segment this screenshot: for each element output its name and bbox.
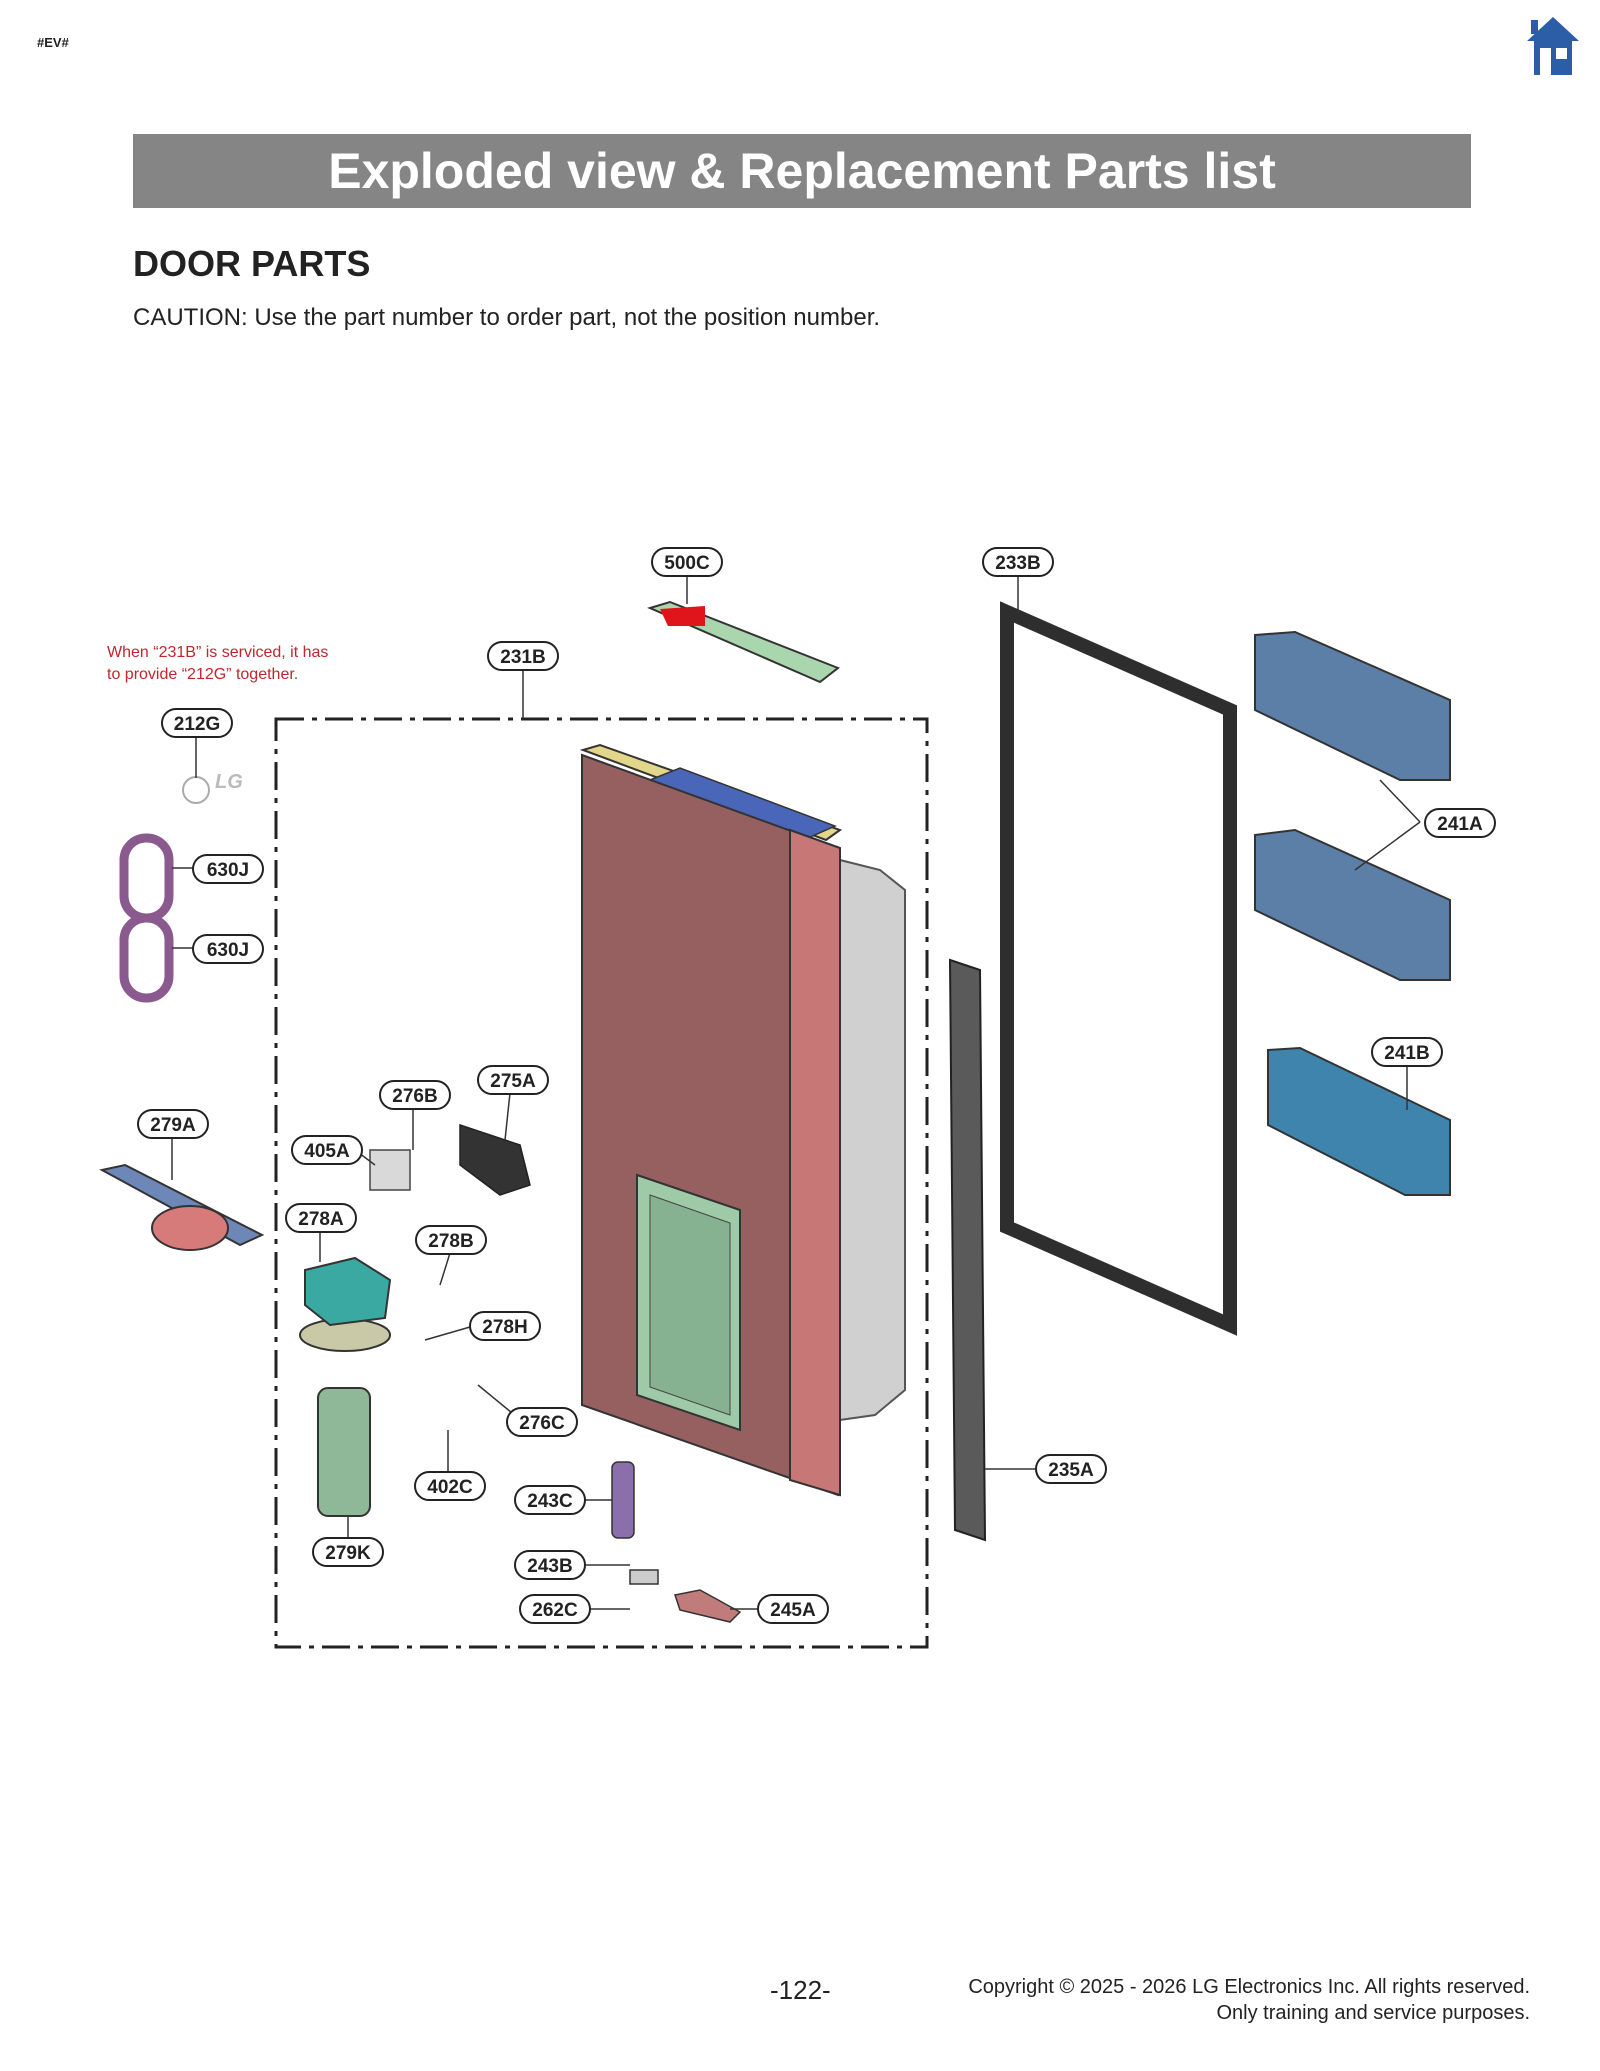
svg-text:212G: 212G: [174, 714, 220, 735]
callout-231b: 231B: [487, 641, 559, 671]
callout-278b: 278B: [415, 1225, 487, 1255]
svg-text:262C: 262C: [532, 1600, 578, 1621]
page-banner-title: Exploded view & Replacement Parts list: [133, 134, 1471, 208]
caution-text: CAUTION: Use the part number to order pa…: [133, 304, 881, 331]
dispenser-cover-part: [647, 600, 840, 684]
door-gasket-part: [1000, 601, 1237, 1336]
svg-text:278H: 278H: [482, 1317, 527, 1338]
callout-278h: 278H: [469, 1311, 541, 1341]
door-bin-lower: [1267, 1046, 1451, 1196]
svg-text:279A: 279A: [150, 1115, 196, 1136]
copyright-line: Copyright © 2025 - 2026 LG Electronics I…: [968, 1976, 1530, 1998]
callout-402c: 402C: [414, 1471, 486, 1501]
document-tag: #EV#: [37, 35, 69, 50]
dispenser-cover-panel-part: [317, 1387, 371, 1517]
lg-logo-part: LG: [182, 771, 243, 804]
svg-text:276C: 276C: [519, 1413, 565, 1434]
svg-text:276B: 276B: [392, 1086, 437, 1107]
svg-text:231B: 231B: [500, 647, 545, 668]
callout-262c: 262C: [519, 1594, 591, 1624]
svg-text:630J: 630J: [207, 940, 249, 961]
home-icon[interactable]: [1525, 15, 1581, 77]
hinge-cover-upper: [119, 833, 174, 923]
hinge-part: [674, 1589, 742, 1623]
svg-text:500C: 500C: [664, 553, 710, 574]
page-number: -122-: [770, 1975, 831, 2005]
copyright-notice: Copyright © 2025 - 2026 LG Electronics I…: [968, 1974, 1530, 2026]
door-bin-upper: [1254, 630, 1451, 781]
actuator-part: [459, 1123, 531, 1196]
usage-line: Only training and service purposes.: [1216, 2002, 1531, 2024]
lever-part: [611, 1461, 635, 1539]
assembly-boundary: [274, 717, 929, 1649]
callout-233b: 233B: [982, 547, 1054, 577]
service-note: When “231B” is serviced, it has to provi…: [107, 644, 329, 683]
dispenser-motor-part: [99, 1163, 265, 1251]
callout-630j-lower: 630J: [192, 934, 264, 964]
callout-245a: 245A: [757, 1594, 829, 1624]
callout-500c: 500C: [651, 547, 723, 577]
svg-text:241B: 241B: [1384, 1043, 1429, 1064]
switch-assembly-part: [369, 1149, 411, 1191]
section-title: DOOR PARTS: [133, 243, 371, 284]
svg-text:279K: 279K: [325, 1543, 371, 1564]
svg-text:402C: 402C: [427, 1477, 473, 1498]
svg-text:233B: 233B: [995, 553, 1040, 574]
svg-text:275A: 275A: [490, 1071, 536, 1092]
svg-text:278B: 278B: [428, 1231, 473, 1252]
svg-text:245A: 245A: [770, 1600, 816, 1621]
svg-text:241A: 241A: [1437, 814, 1483, 835]
svg-text:405A: 405A: [304, 1141, 350, 1162]
ice-crusher-part: [299, 1256, 392, 1352]
svg-text:243C: 243C: [527, 1491, 573, 1512]
callout-278a: 278A: [285, 1203, 357, 1233]
callout-241b: 241B: [1371, 1037, 1443, 1067]
door-panel-part: [579, 743, 906, 1497]
svg-text:243B: 243B: [527, 1556, 572, 1577]
callout-243c: 243C: [514, 1485, 586, 1515]
callout-279k: 279K: [312, 1537, 384, 1567]
callout-212g: 212G: [161, 708, 233, 738]
hinge-cover-lower: [119, 913, 174, 1003]
bracket-part: [629, 1569, 659, 1585]
trim-strip-part: [948, 958, 987, 1542]
lg-logo-text: LG: [215, 771, 243, 793]
callout-279a: 279A: [137, 1109, 209, 1139]
svg-text:278A: 278A: [298, 1209, 344, 1230]
callout-243b: 243B: [514, 1550, 586, 1580]
door-bin-middle: [1254, 828, 1451, 981]
callout-276c: 276C: [506, 1407, 578, 1437]
callout-275a: 275A: [477, 1065, 549, 1095]
callout-241a: 241A: [1424, 808, 1496, 838]
callout-235a: 235A: [1035, 1454, 1107, 1484]
callout-405a: 405A: [291, 1135, 363, 1165]
svg-text:235A: 235A: [1048, 1460, 1094, 1481]
callout-276b: 276B: [379, 1080, 451, 1110]
svg-text:630J: 630J: [207, 860, 249, 881]
callout-630j-upper: 630J: [192, 854, 264, 884]
leader-lines: [171, 576, 1421, 1610]
